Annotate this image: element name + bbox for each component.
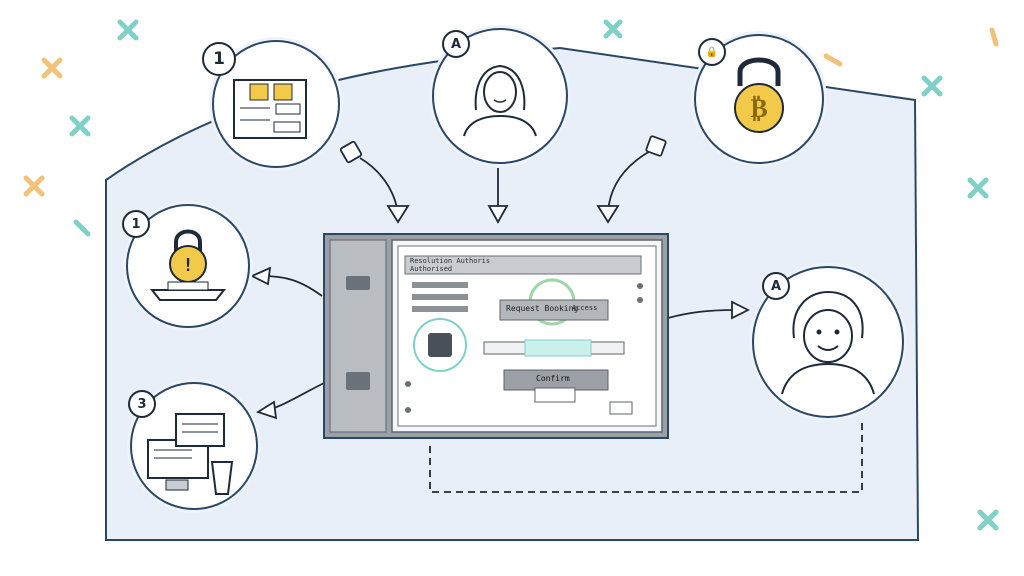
header-line-2: Authorised [410, 265, 453, 273]
bitcoin-lock-icon: ₿ [734, 57, 784, 133]
plug-icon [339, 140, 363, 164]
node-laptop: 3 [128, 382, 258, 510]
node-document: 1 [202, 40, 340, 168]
sidebar-icons [346, 276, 370, 390]
central-app-window [323, 233, 669, 439]
person-icon [463, 64, 537, 137]
svg-text:!: ! [183, 255, 194, 276]
laptop-cup-icon [147, 413, 234, 495]
progress-fill [524, 339, 592, 357]
request-booking-label[interactable]: Request Booking [506, 304, 579, 313]
document-icon [233, 79, 307, 139]
svg-text:₿: ₿ [750, 94, 767, 124]
window-header-text: Resolution Authoris Authorised [410, 257, 630, 273]
node-badge: 1 [202, 42, 236, 76]
node-badge: 🔒 [698, 38, 726, 66]
node-badge: A [762, 272, 790, 300]
node-person: A [432, 28, 568, 164]
arrow-window-to-right [667, 309, 736, 319]
node-badge: 3 [128, 390, 156, 418]
node-avatar: A [752, 266, 904, 418]
sparkle-decorations [23, 19, 999, 531]
node-badge: A [442, 30, 470, 58]
connector-arrows [249, 135, 863, 493]
request-booking-button [499, 299, 609, 321]
arrow-topright-to-window [607, 149, 653, 213]
node-bitcoin-lock: ₿ 🔒 [694, 34, 824, 164]
node-badge: 1 [122, 210, 150, 238]
node-padlock: ! 1 [122, 204, 250, 328]
padlock-icon: ! [149, 229, 227, 301]
confirm-label[interactable]: Confirm [536, 374, 570, 383]
avatar-icon [781, 290, 875, 395]
header-line-1: Resolution Authoris [410, 257, 491, 265]
request-access-label: Access [572, 304, 598, 312]
